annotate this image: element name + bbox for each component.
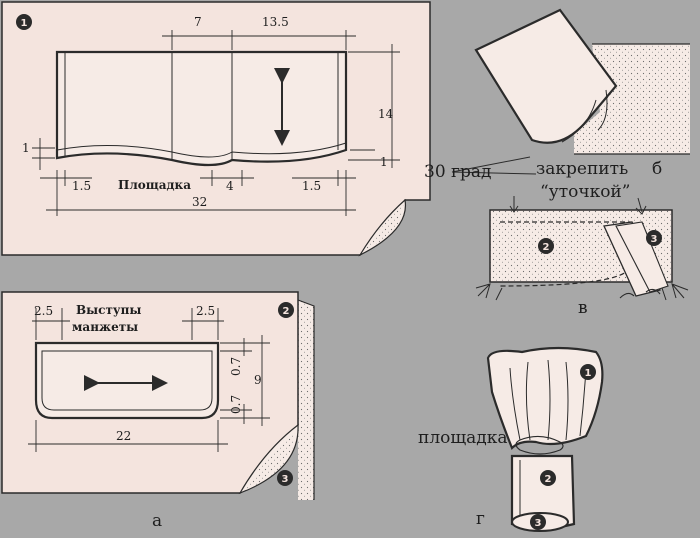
label-ploshchadka-g: площадка bbox=[418, 428, 508, 448]
dim-7: 7 bbox=[194, 15, 202, 29]
badge-1-top bbox=[16, 14, 32, 30]
bottom-sheet-under-edge bbox=[297, 299, 315, 500]
dim-lines-1-left bbox=[32, 138, 55, 170]
dim-lines-right-bottom bbox=[220, 335, 270, 426]
panel-b-fabric-edge bbox=[574, 43, 690, 155]
angle-label-30: 30 град bbox=[424, 162, 491, 182]
badge-3-v bbox=[646, 230, 662, 246]
caption-a: а bbox=[152, 511, 162, 531]
dim-1-left: 1 bbox=[22, 141, 30, 155]
dim-32: 32 bbox=[192, 195, 207, 209]
badge-2-v-text: 2 bbox=[543, 242, 550, 253]
badge-1-top-text: 1 bbox=[21, 18, 28, 29]
bottom-sheet-under bbox=[298, 300, 314, 500]
dim-lines-1-5-left bbox=[40, 170, 92, 216]
badge-2-v bbox=[538, 238, 554, 254]
panel-v-flap-curls bbox=[619, 288, 661, 299]
label-zakrepit: закрепить bbox=[536, 159, 628, 179]
dim-2-5-left: 2.5 bbox=[34, 304, 53, 318]
sleeve-gather-lines bbox=[509, 359, 587, 441]
dim-lines-1-5-right bbox=[292, 170, 356, 216]
dim-1-5-right: 1.5 bbox=[302, 179, 321, 193]
badge-3-v-text: 3 bbox=[651, 234, 658, 245]
dim-14: 14 bbox=[378, 107, 394, 121]
label-utochkoy: “уточкой” bbox=[540, 182, 630, 202]
cuff-lining-inner bbox=[41, 350, 213, 411]
panel-v-flap-2 bbox=[615, 221, 669, 293]
angle-ray-2 bbox=[451, 171, 537, 175]
dim-lines-top bbox=[162, 30, 356, 50]
bottom-curl-dots bbox=[246, 430, 296, 490]
dim-lines-2-5 bbox=[32, 308, 224, 340]
panel-g: 1 2 3 площадка г bbox=[418, 346, 604, 532]
angle-ray-1 bbox=[451, 156, 531, 173]
badge-3-bottom-text: 3 bbox=[282, 474, 289, 485]
badge-2-g-text: 2 bbox=[545, 474, 552, 485]
dim-1-5-left: 1.5 bbox=[72, 179, 91, 193]
dim-13-5: 13.5 bbox=[262, 15, 289, 29]
dim-1-right: 1 bbox=[380, 155, 388, 169]
panel-v-fabric-edge bbox=[489, 209, 673, 283]
top-curl-dots bbox=[364, 204, 404, 252]
cuff-seam-line bbox=[56, 142, 347, 158]
panel-b: 30 град закрепить “уточкой” б bbox=[424, 8, 690, 202]
label-ploshchadka-top: Площадка bbox=[118, 178, 191, 192]
caption-v: в bbox=[578, 298, 588, 318]
badge-1-g bbox=[580, 364, 596, 380]
dim-4: 4 bbox=[226, 179, 234, 193]
label-manzhety: манжеты bbox=[72, 320, 138, 334]
dim-0-7-top: 0.7 bbox=[229, 357, 243, 376]
caption-b: б bbox=[652, 159, 662, 179]
panel-b-fold-line bbox=[561, 99, 597, 143]
dim-line-22 bbox=[28, 420, 228, 452]
panel-b-folded-cuff bbox=[474, 8, 618, 144]
dim-lines-1-right bbox=[350, 149, 375, 161]
panel-v: 2 3 в bbox=[475, 196, 689, 318]
panel-b-fold-line-2 bbox=[597, 89, 608, 131]
badge-3-bottom bbox=[277, 470, 293, 486]
panel-a-bottom: 2 3 2.5 2.5 Выступы манжеты 0.7 0.7 9 22 bbox=[1, 291, 315, 500]
dim-0-7-bottom: 0.7 bbox=[229, 395, 243, 414]
badge-2-g bbox=[540, 470, 556, 486]
badge-3-g bbox=[530, 514, 546, 530]
dim-9: 9 bbox=[254, 373, 262, 387]
dim-2-5-right: 2.5 bbox=[196, 304, 215, 318]
panel-v-pressure-arrows bbox=[475, 196, 689, 301]
cuff-pattern-piece bbox=[55, 50, 348, 167]
badge-2-bottom bbox=[278, 302, 294, 318]
sleeve-gather-knot bbox=[515, 435, 564, 455]
dim-22: 22 bbox=[116, 429, 131, 443]
badge-3-g-text: 3 bbox=[535, 518, 542, 529]
badge-2-bottom-text: 2 bbox=[283, 306, 290, 317]
label-vystupy: Выступы bbox=[76, 303, 141, 317]
badge-1-g-text: 1 bbox=[585, 368, 592, 379]
dim-lines-4 bbox=[200, 170, 254, 186]
cuff-lining-piece bbox=[34, 341, 220, 420]
caption-g: г bbox=[476, 509, 485, 529]
panel-a-top: 1 7 13.5 14 1 1 1.5 Площадка 4 1.5 32 bbox=[1, 1, 431, 257]
